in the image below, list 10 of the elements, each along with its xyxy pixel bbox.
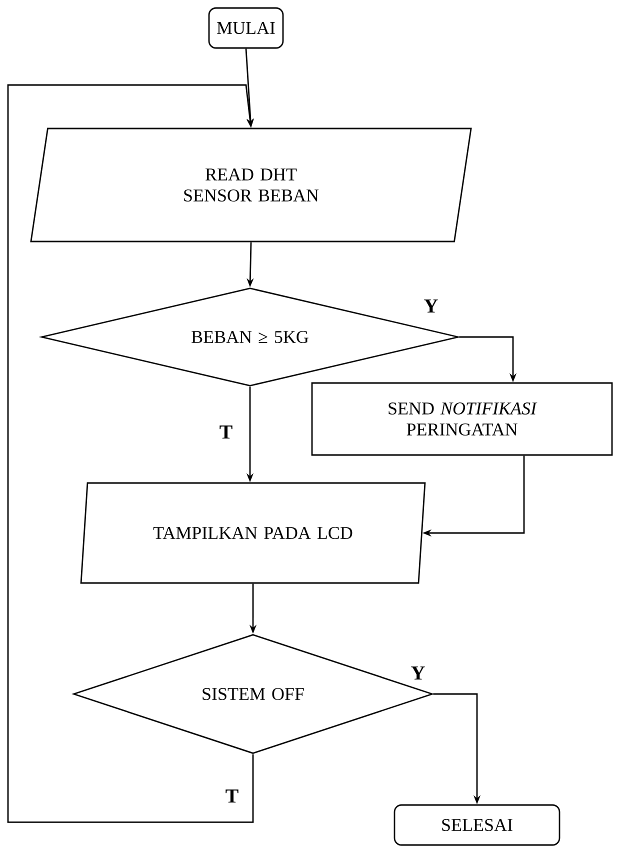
edge-label: Y xyxy=(422,298,440,314)
input-output-parallelogram: READ DHT SENSOR BEBAN xyxy=(30,128,472,242)
edge-label: T xyxy=(218,424,234,440)
edge-label: T xyxy=(224,788,240,804)
terminal-box: SELESAI xyxy=(394,804,560,846)
input-output-parallelogram: TAMPILKAN PADA LCD xyxy=(80,482,426,584)
arrow xyxy=(7,84,254,823)
terminal-box: MULAI xyxy=(208,7,284,49)
process-box: SEND NOTIFIKASI PERINGATAN xyxy=(311,382,613,456)
edge-label: Y xyxy=(410,665,426,681)
